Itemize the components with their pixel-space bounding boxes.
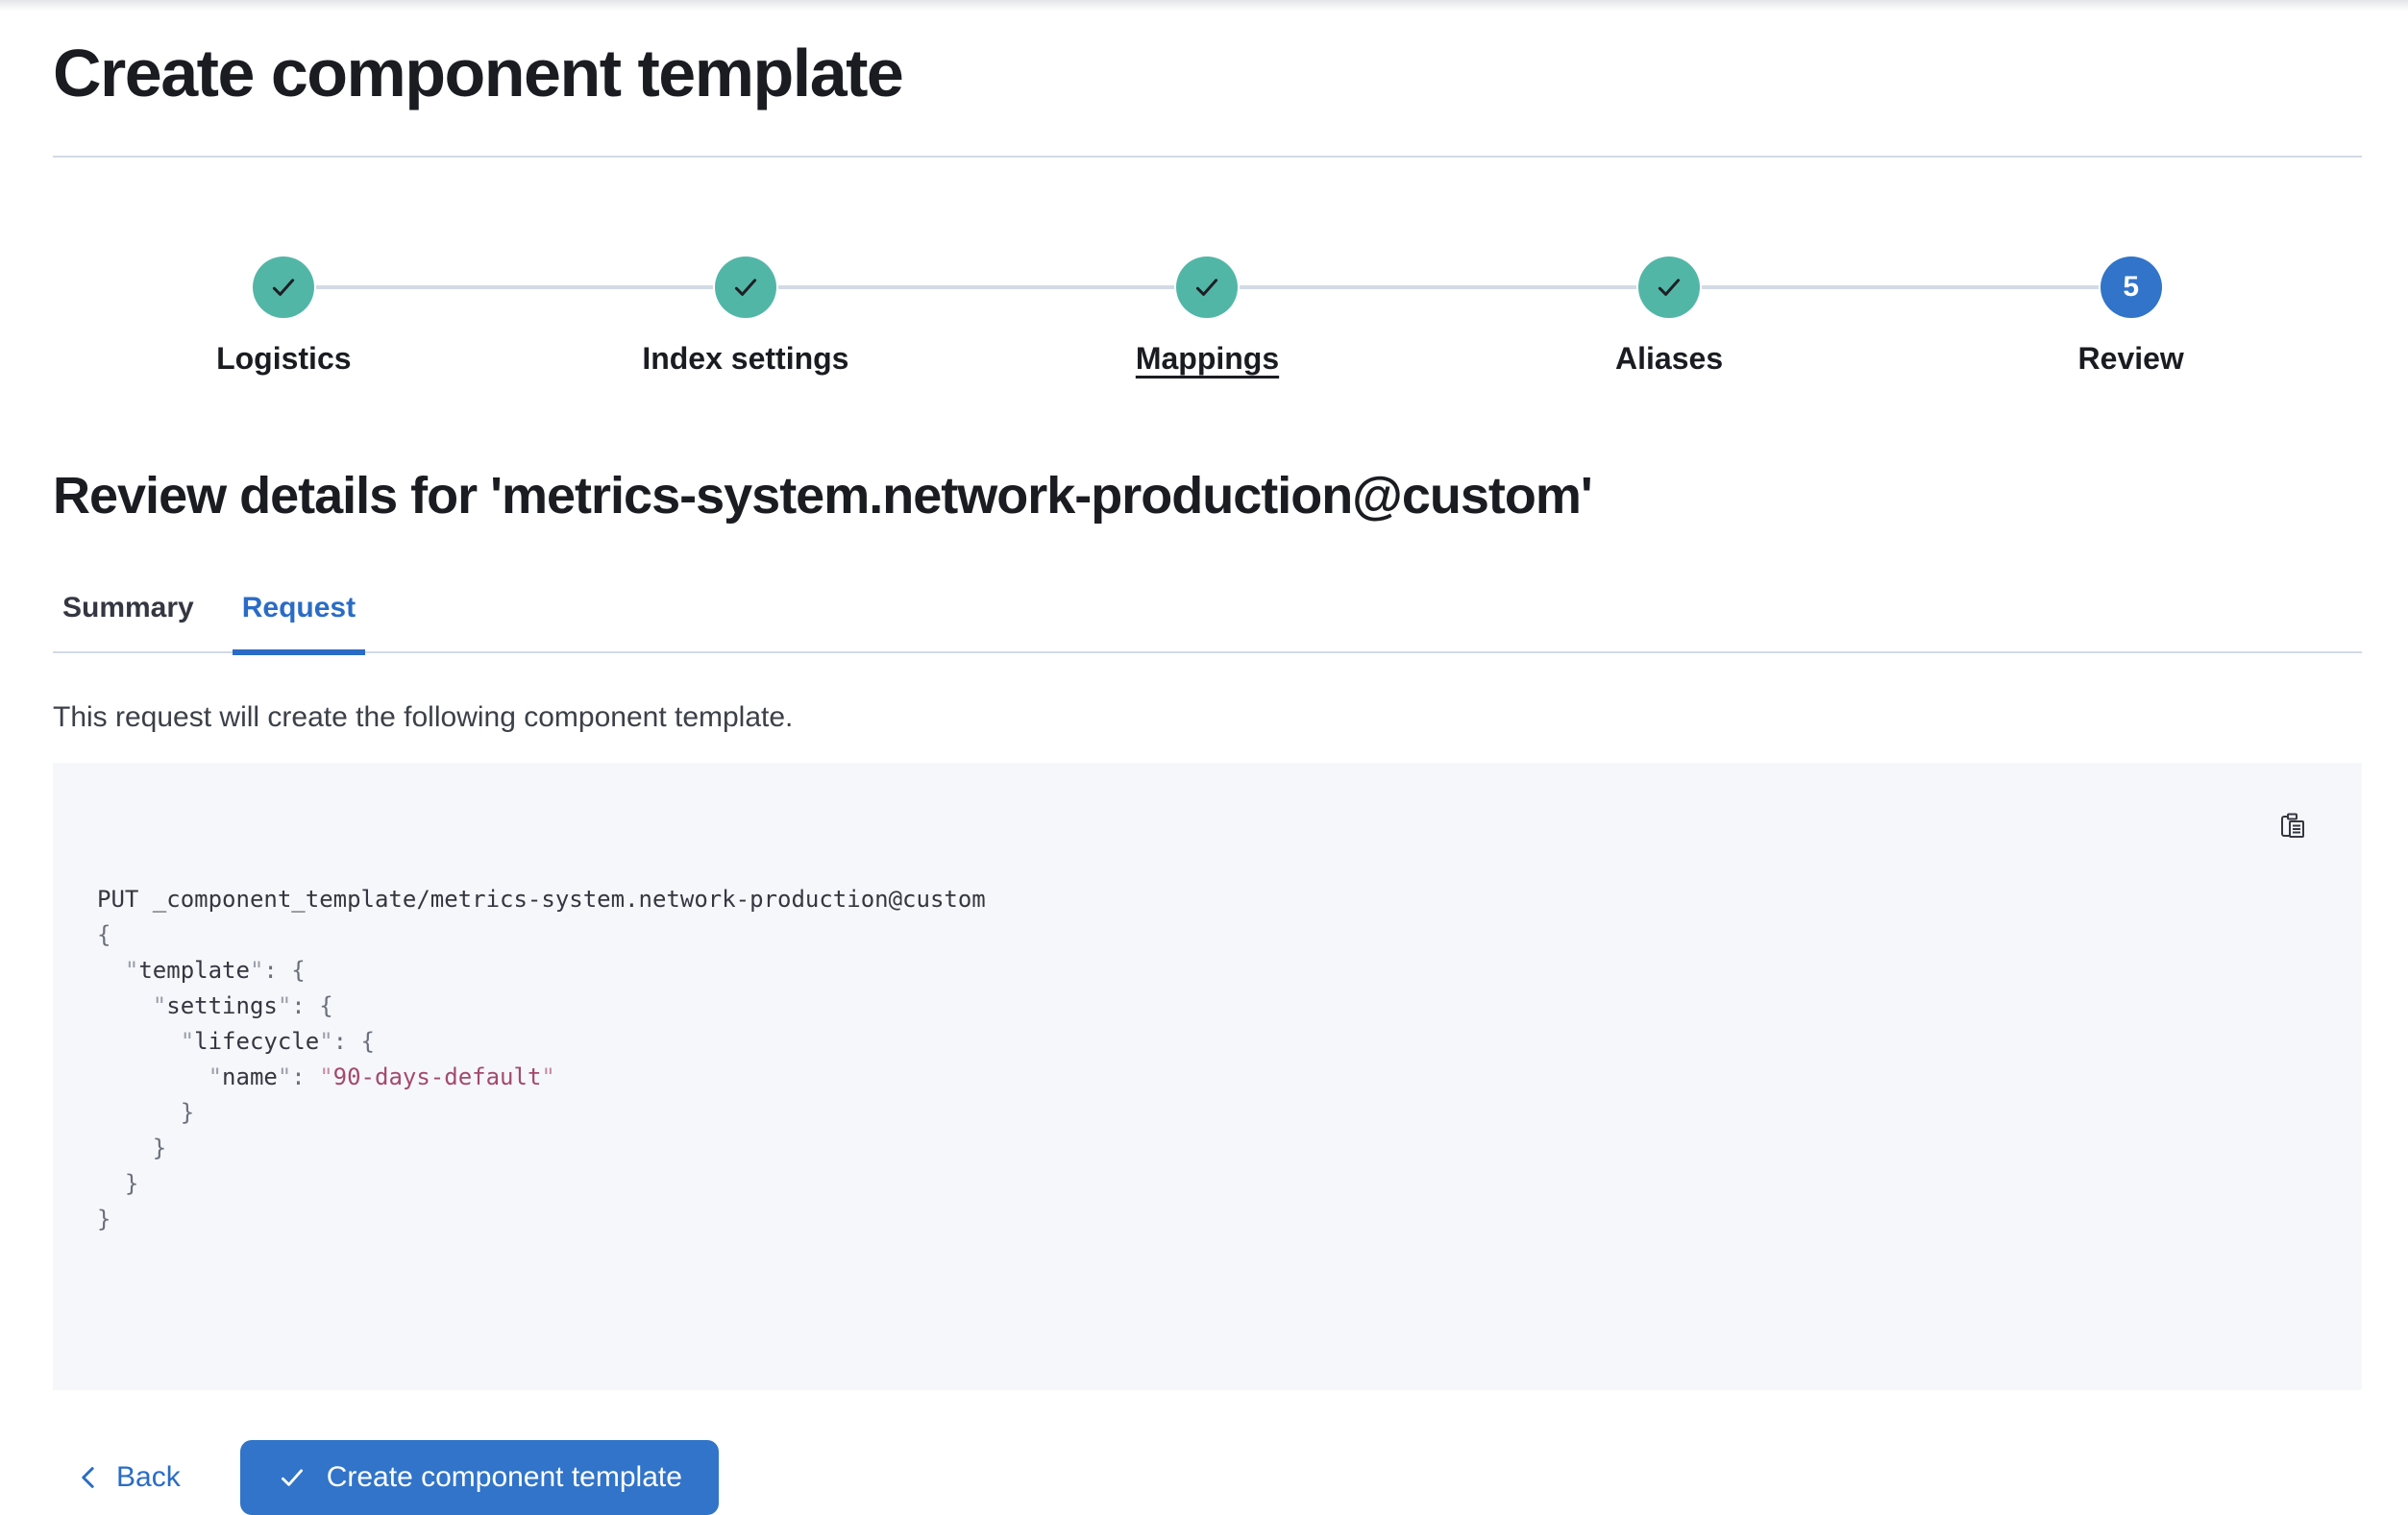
footer-actions: Back Create component template xyxy=(53,1440,2362,1515)
code-line: "lifecycle": { xyxy=(180,1028,376,1055)
step-complete-check-icon xyxy=(1638,257,1701,318)
review-details-heading: Review details for 'metrics-system.netwo… xyxy=(53,467,1593,525)
code-line: } xyxy=(97,1206,111,1233)
step-complete-check-icon xyxy=(253,257,315,318)
tab-bar: Summary Request xyxy=(53,592,2362,655)
stepper-step-logistics[interactable]: Logistics xyxy=(53,257,515,377)
check-icon xyxy=(281,1469,303,1486)
step-complete-check-icon xyxy=(714,257,776,318)
create-button-label: Create component template xyxy=(326,1461,682,1493)
step-label: Review xyxy=(2077,341,2184,376)
code-line: } xyxy=(97,1135,167,1161)
check-icon xyxy=(1658,279,1681,296)
step-label: Logistics xyxy=(216,341,352,376)
step-label: Aliases xyxy=(1615,341,1724,376)
code-lines: PUT _component_template/metrics-system.n… xyxy=(97,882,2256,1237)
stepper-step-aliases[interactable]: Aliases xyxy=(1240,257,1901,377)
code-line: "template": { xyxy=(124,957,306,984)
create-component-template-button[interactable]: Create component template xyxy=(239,1440,719,1515)
request-code-block: PUT _component_template/metrics-system.n… xyxy=(53,763,2362,1390)
check-icon xyxy=(734,279,756,296)
back-button-label: Back xyxy=(116,1461,181,1493)
tab-request[interactable]: Request xyxy=(232,592,366,655)
code-line: } xyxy=(97,1170,139,1197)
back-button[interactable]: Back xyxy=(74,1461,181,1494)
code-line: "settings": { xyxy=(152,992,333,1019)
page-title: Create component template xyxy=(53,36,904,110)
code-line: } xyxy=(97,1099,195,1126)
chevron-left-icon xyxy=(82,1467,94,1488)
step-label: Mappings xyxy=(1135,341,1280,376)
check-icon xyxy=(1196,279,1218,296)
copy-clipboard-icon[interactable] xyxy=(2273,807,2312,845)
title-divider xyxy=(53,156,2362,158)
step-number-badge: 5 xyxy=(2100,257,2162,318)
request-description: This request will create the following c… xyxy=(53,701,794,733)
stepper-step-mappings[interactable]: Mappings xyxy=(778,257,1438,377)
check-icon xyxy=(273,279,295,296)
code-line: "name": "90-days-default" xyxy=(208,1063,555,1090)
stepper-step-index-settings[interactable]: Index settings xyxy=(316,257,977,377)
step-complete-check-icon xyxy=(1176,257,1239,318)
code-line: PUT _component_template/metrics-system.n… xyxy=(97,886,986,913)
step-label: Index settings xyxy=(642,341,849,376)
tab-summary[interactable]: Summary xyxy=(53,592,204,655)
code-line: { xyxy=(97,921,111,948)
